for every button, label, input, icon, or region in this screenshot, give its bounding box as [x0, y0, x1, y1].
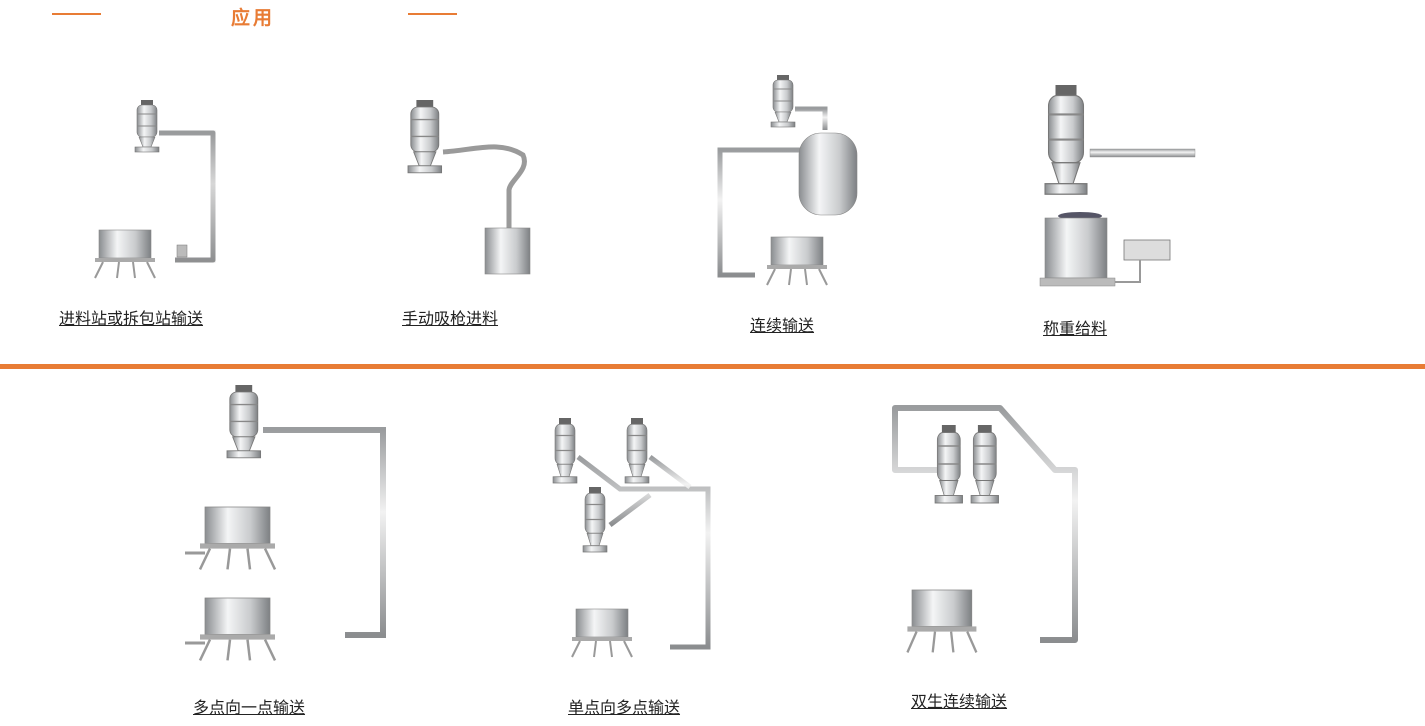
multi-to-single-point-diagram: [185, 384, 386, 662]
continuous-conveying-diagram: [717, 74, 858, 286]
header-line-right: [408, 13, 457, 15]
application-link-multi-to-one[interactable]: 多点向一点输送: [193, 698, 306, 717]
application-link-bag-dump[interactable]: 进料站或拆包站输送: [59, 309, 204, 328]
weighing-feeding-diagram: [1039, 83, 1196, 287]
bag-dump-station-diagram: [94, 99, 216, 279]
application-link-continuous[interactable]: 连续输送: [750, 316, 815, 335]
section-title: 应用: [231, 7, 276, 29]
application-link-twin-continuous[interactable]: 双生连续输送: [911, 692, 1008, 711]
application-link-manual-lance[interactable]: 手动吸枪进料: [402, 309, 499, 328]
application-link-weighing[interactable]: 称重给料: [1043, 319, 1108, 338]
header-line-left: [52, 13, 101, 15]
twin-continuous-conveying-diagram: [892, 405, 1078, 654]
single-to-multi-point-diagram: [552, 417, 711, 658]
manual-suction-lance-diagram: [407, 99, 531, 275]
section-divider: [0, 364, 1425, 369]
application-link-one-to-multi[interactable]: 单点向多点输送: [568, 698, 681, 717]
